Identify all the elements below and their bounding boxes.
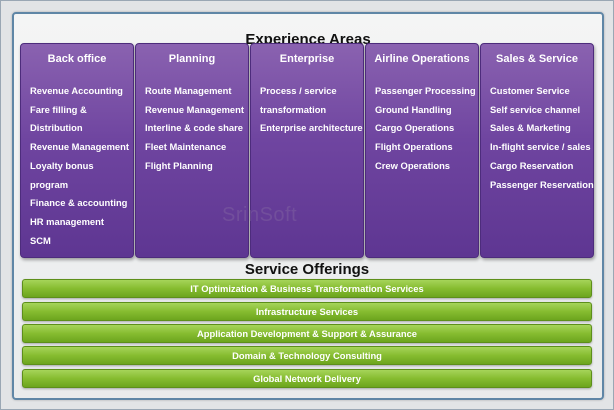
column-item: Route Management <box>145 85 232 96</box>
column-item: Self service channel <box>490 103 581 115</box>
column-item: program <box>30 178 69 190</box>
column-title: Airline Operations <box>374 53 470 65</box>
column-item: Revenue Management <box>30 141 129 153</box>
column-item: Passenger Reservation <box>490 178 594 190</box>
column-title: Back office <box>47 53 107 65</box>
column-item: Sales & Marketing <box>490 122 571 134</box>
column-item: In-flight service / sales <box>490 141 591 153</box>
service-bar-infrastructure: Infrastructure Services <box>22 302 592 321</box>
column-item: Fare filling & <box>30 103 87 115</box>
service-bar-global-network: Global Network Delivery <box>22 369 592 388</box>
column-item: Finance & accounting <box>30 197 128 209</box>
column-item: Cargo Operations <box>375 122 455 134</box>
service-offerings-heading: Service Offerings <box>244 261 370 278</box>
column-item: HR management <box>30 215 104 227</box>
column-item: SCM <box>30 234 51 246</box>
column-item: Interline & code share <box>145 122 243 134</box>
column-item: Ground Handling <box>375 103 452 115</box>
column-item: Customer Service <box>490 85 570 96</box>
column-item: Flight Operations <box>375 141 453 153</box>
service-bar-domain-consulting: Domain & Technology Consulting <box>22 346 592 365</box>
column-item: Passenger Processing <box>375 85 476 96</box>
column-item: Fleet Maintenance <box>145 141 227 153</box>
service-bar-it-optimization: IT Optimization & Business Transformatio… <box>22 279 592 298</box>
column-enterprise: Enterprise Process / service transformati… <box>250 43 364 258</box>
column-item: Enterprise architecture <box>260 122 363 134</box>
column-title: Sales & Service <box>496 53 578 65</box>
column-item: Process / service <box>260 85 337 96</box>
column-item: Revenue Accounting <box>30 85 123 96</box>
column-item: Revenue Management <box>145 103 244 115</box>
watermark: SrinSoft <box>222 204 298 226</box>
column-item: Distribution <box>30 122 83 134</box>
column-title: Enterprise <box>279 53 335 65</box>
column-title: Planning <box>168 53 216 65</box>
column-item: Flight Planning <box>145 159 213 171</box>
column-item: Loyalty bonus <box>30 159 94 171</box>
service-bar-application-development: Application Development & Support & Assu… <box>22 324 592 343</box>
column-item: Cargo Reservation <box>490 159 574 171</box>
column-item: transformation <box>260 103 327 115</box>
column-item: Crew Operations <box>375 159 451 171</box>
